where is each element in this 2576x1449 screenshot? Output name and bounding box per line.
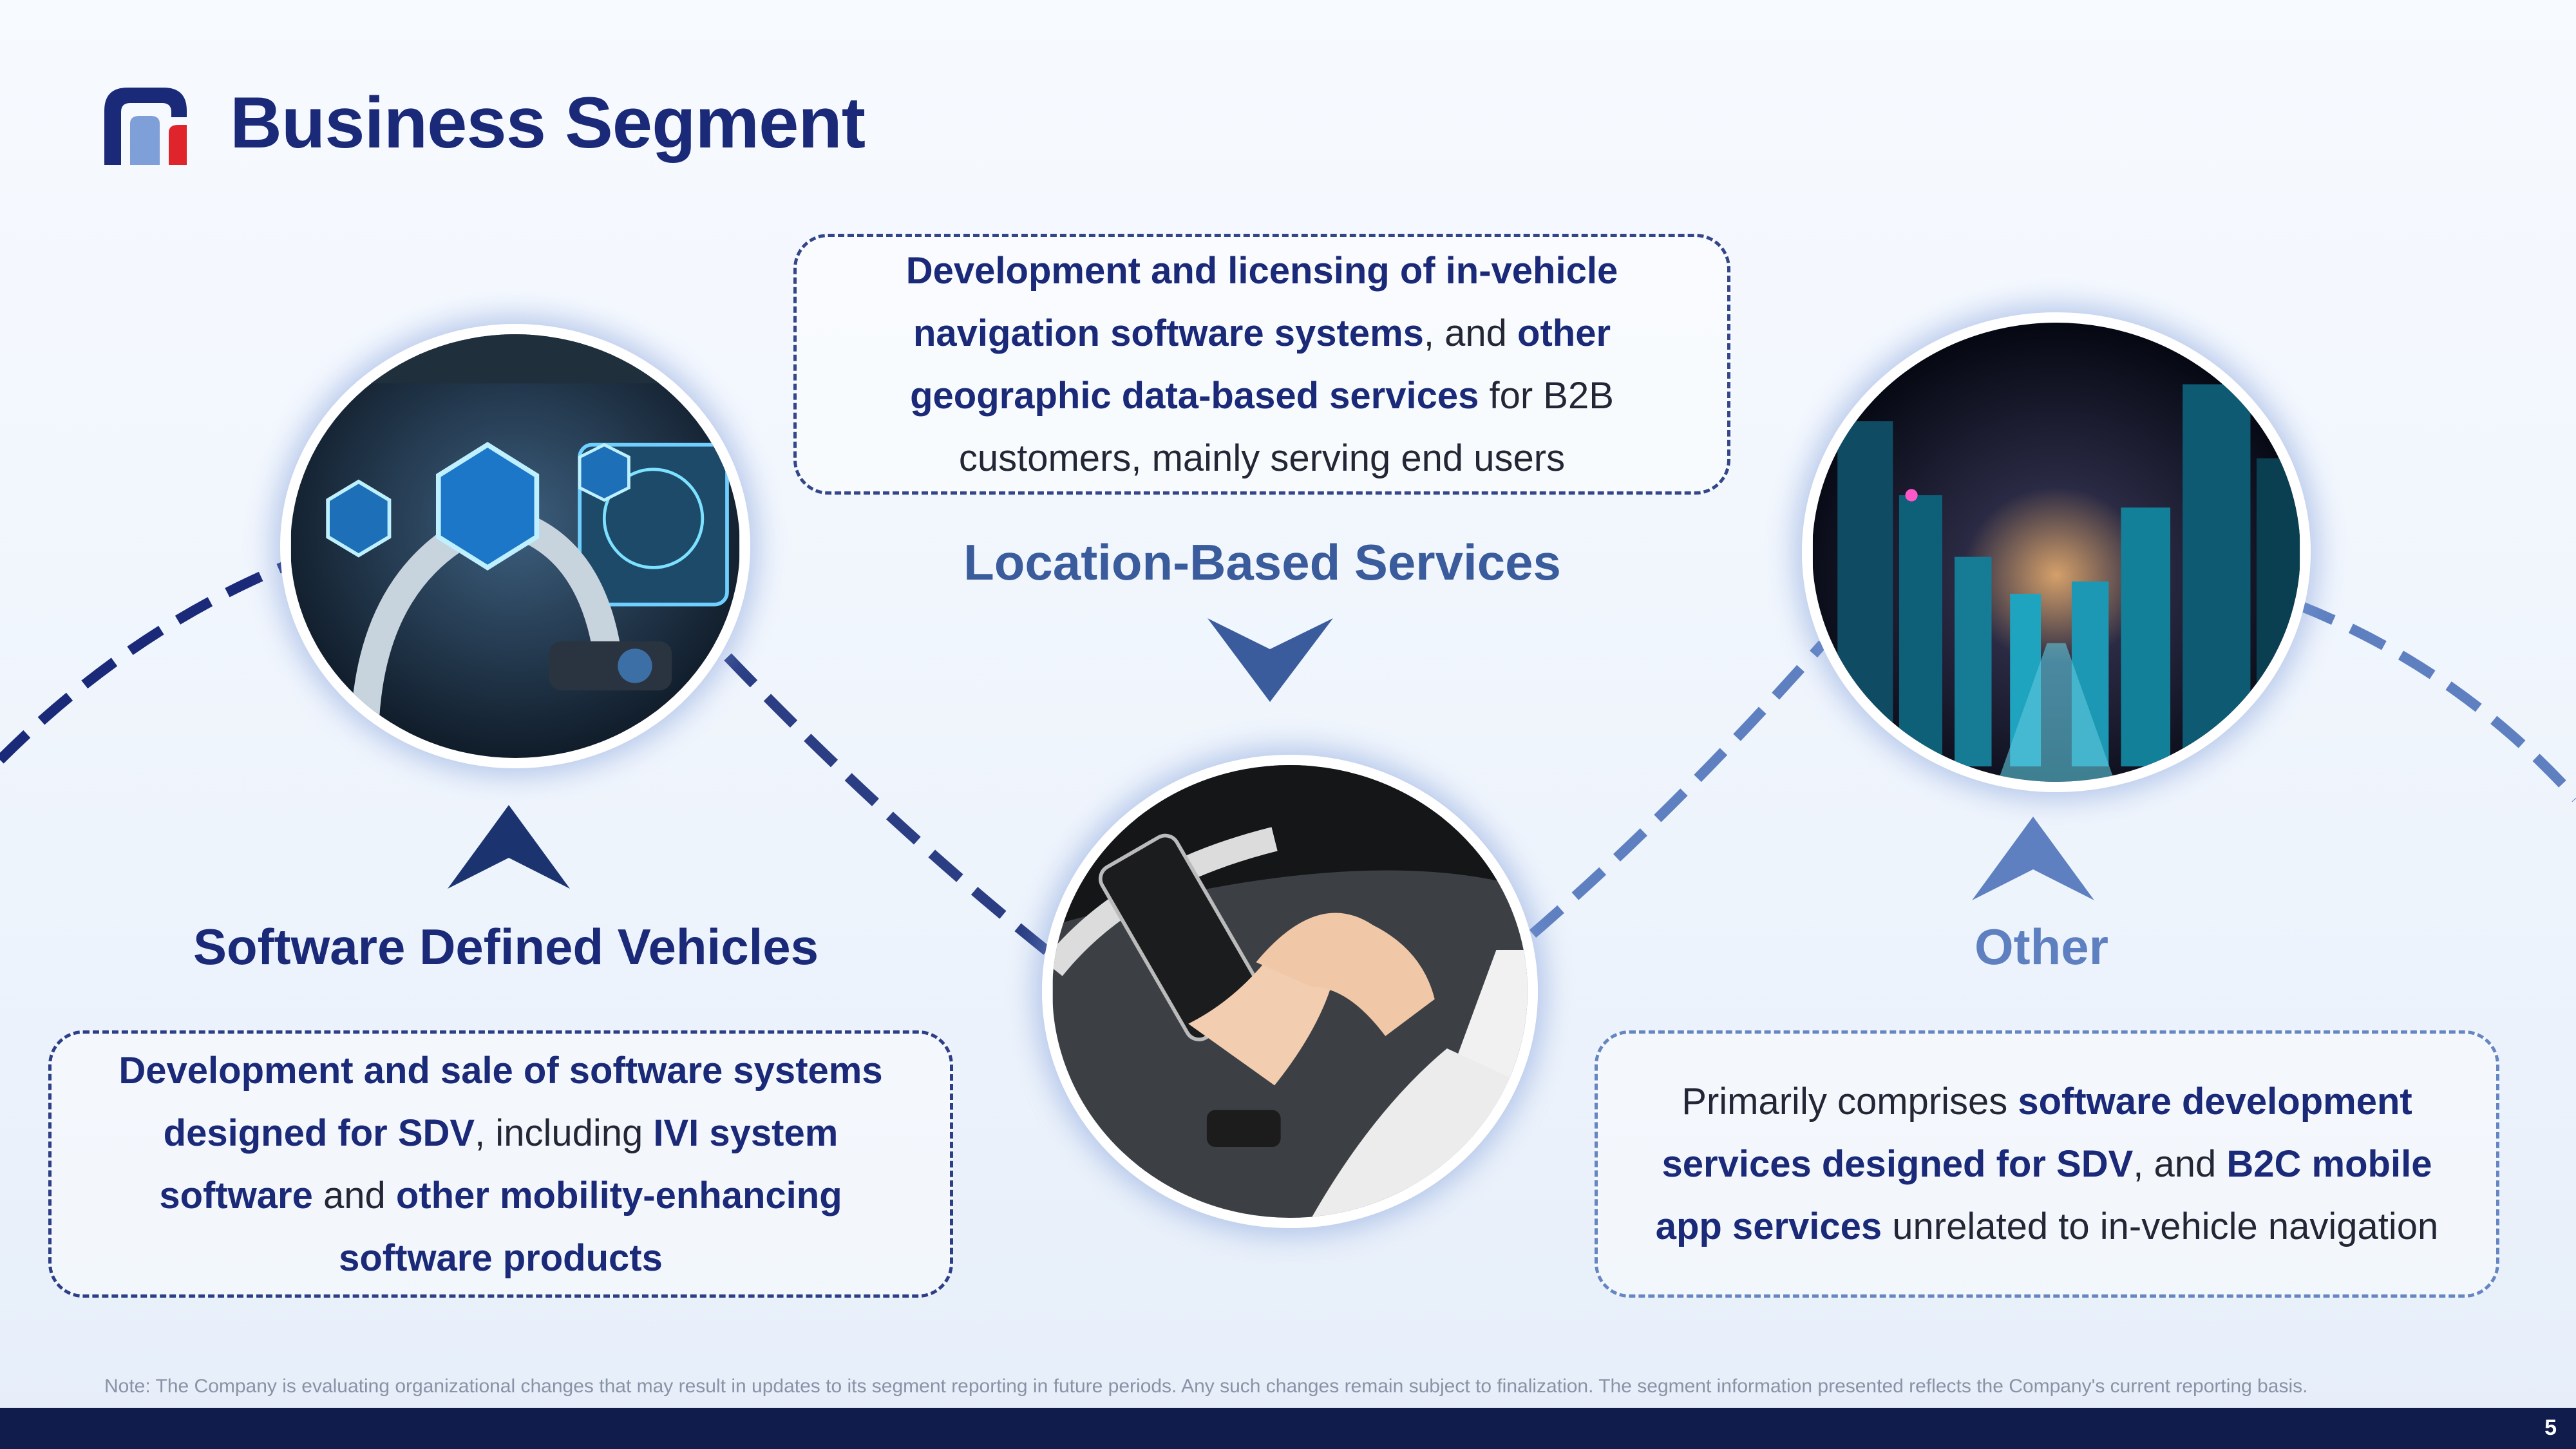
text-run-2: , and xyxy=(2133,1143,2227,1185)
sdv-image xyxy=(280,324,750,768)
bold-run-2: IVI system software xyxy=(159,1112,838,1217)
sdv-description-box: Development and sale of software systems… xyxy=(48,1030,953,1298)
footnote: Note: The Company is evaluating organiza… xyxy=(104,1376,2308,1397)
text-run-1: , including xyxy=(475,1112,654,1154)
text-run-1: , and xyxy=(1423,312,1518,354)
lbs-description-box: Development and licensing of in-vehicle … xyxy=(793,234,1730,495)
lbs-label: Location-Based Services xyxy=(963,534,1561,591)
other-arrow-up-icon xyxy=(1972,817,2094,900)
bold-run-1: software development services designed f… xyxy=(1662,1081,2412,1185)
bold-run-2: other geographic data-based services xyxy=(910,312,1611,417)
text-run-0: Primarily comprises xyxy=(1681,1081,2018,1122)
page-title: Business Segment xyxy=(230,82,866,163)
bold-run-0: Development and sale of software systems… xyxy=(118,1049,883,1154)
text-run-3: and xyxy=(312,1174,396,1217)
sdv-arrow-up-icon xyxy=(448,805,570,889)
lbs-image xyxy=(1042,755,1538,1228)
hands-phone-icon xyxy=(1052,765,1528,1218)
bold-run-4: other mobility-enhancing software produc… xyxy=(339,1174,842,1279)
text-run-3: for B2B customers, mainly serving end us… xyxy=(958,374,1614,479)
text-run-4: unrelated to in-vehicle navigation xyxy=(1882,1206,2439,1247)
lbs-arrow-down-icon xyxy=(1208,618,1333,702)
lbs-description: Development and licensing of in-vehicle … xyxy=(824,240,1700,489)
page-number: 5 xyxy=(2544,1416,2557,1440)
bold-run-0: Development and licensing of in-vehicle … xyxy=(905,249,1618,354)
footer-bar xyxy=(0,1408,2576,1449)
other-description: Primarily comprises software development… xyxy=(1632,1070,2463,1258)
other-description-box: Primarily comprises software development… xyxy=(1595,1030,2499,1298)
other-label: Other xyxy=(1974,918,2109,975)
car-dashboard-hud-icon xyxy=(290,334,740,758)
futuristic-city-icon xyxy=(1812,323,2300,782)
bold-run-3: B2C mobile app services xyxy=(1655,1143,2432,1247)
other-image xyxy=(1802,312,2311,792)
company-logo-icon xyxy=(104,88,187,165)
sdv-description: Development and sale of software systems… xyxy=(89,1039,913,1289)
sdv-label: Software Defined Vehicles xyxy=(193,918,819,975)
